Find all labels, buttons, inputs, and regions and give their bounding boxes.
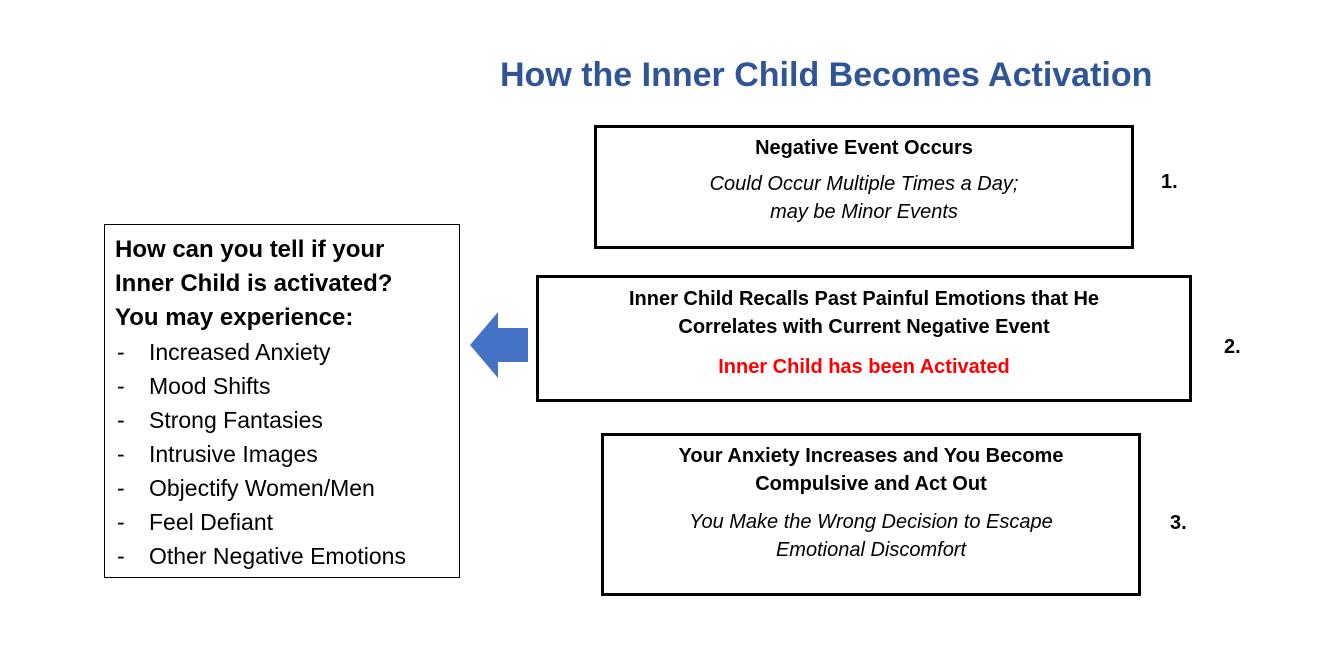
sign-text: Feel Defiant [149,509,274,535]
step-2-heading-line-1: Inner Child Recalls Past Painful Emotion… [628,288,1100,310]
step-3-box: Your Anxiety Increases and You Become Co… [601,433,1141,596]
step-3-note-line-1: You Make the Wrong Decision to Escape [689,511,1053,533]
activation-signs-box: How can you tell if your Inner Child is … [104,224,460,578]
step-3-heading: Your Anxiety Increases and You Become Co… [604,442,1138,498]
step-2-heading: Inner Child Recalls Past Painful Emotion… [539,285,1189,341]
sign-text: Intrusive Images [149,441,318,467]
step-3-heading-line-1: Your Anxiety Increases and You Become [678,445,1064,467]
sign-text: Increased Anxiety [149,339,331,365]
list-item: -Intrusive Images [115,437,459,471]
step-1-note-line-2: may be Minor Events [770,201,958,223]
bullet-dash: - [117,543,125,569]
bullet-dash: - [117,509,125,535]
bullet-dash: - [117,475,125,501]
bullet-dash: - [117,339,125,365]
step-3-heading-line-2: Compulsive and Act Out [755,473,987,495]
step-2-alert: Inner Child has been Activated [718,356,1010,378]
step-2-number: 2. [1224,336,1241,358]
bullet-dash: - [117,407,125,433]
bullet-dash: - [117,441,125,467]
step-2-box: Inner Child Recalls Past Painful Emotion… [536,275,1192,402]
signs-question-line-1: How can you tell if your [115,236,385,263]
step-3-note: You Make the Wrong Decision to Escape Em… [604,508,1138,564]
step-1-number: 1. [1161,171,1178,193]
sign-text: Mood Shifts [149,373,271,399]
step-2-heading-line-2: Correlates with Current Negative Event [678,316,1050,338]
list-item: -Feel Defiant [115,505,459,539]
sign-text: Strong Fantasies [149,407,323,433]
step-3-number: 3. [1170,512,1187,534]
list-item: -Mood Shifts [115,369,459,403]
signs-question-line-3: You may experience: [115,304,354,331]
signs-question-line-2: Inner Child is activated? [115,270,393,297]
diagram-title: How the Inner Child Becomes Activation [500,56,1153,94]
list-item: -Strong Fantasies [115,403,459,437]
sign-text: Objectify Women/Men [149,475,375,501]
step-3-note-line-2: Emotional Discomfort [775,539,967,561]
list-item: -Other Negative Emotions [115,539,459,573]
bullet-dash: - [117,373,125,399]
list-item: -Increased Anxiety [115,335,459,369]
signs-list: -Increased Anxiety -Mood Shifts -Strong … [115,335,459,573]
step-1-note: Could Occur Multiple Times a Day; may be… [597,170,1131,226]
left-arrow-icon [470,312,528,378]
sign-text: Other Negative Emotions [149,543,406,569]
step-1-box: Negative Event Occurs Could Occur Multip… [594,125,1134,249]
step-1-heading: Negative Event Occurs [755,137,973,159]
list-item: -Objectify Women/Men [115,471,459,505]
step-1-note-line-1: Could Occur Multiple Times a Day; [709,173,1019,195]
